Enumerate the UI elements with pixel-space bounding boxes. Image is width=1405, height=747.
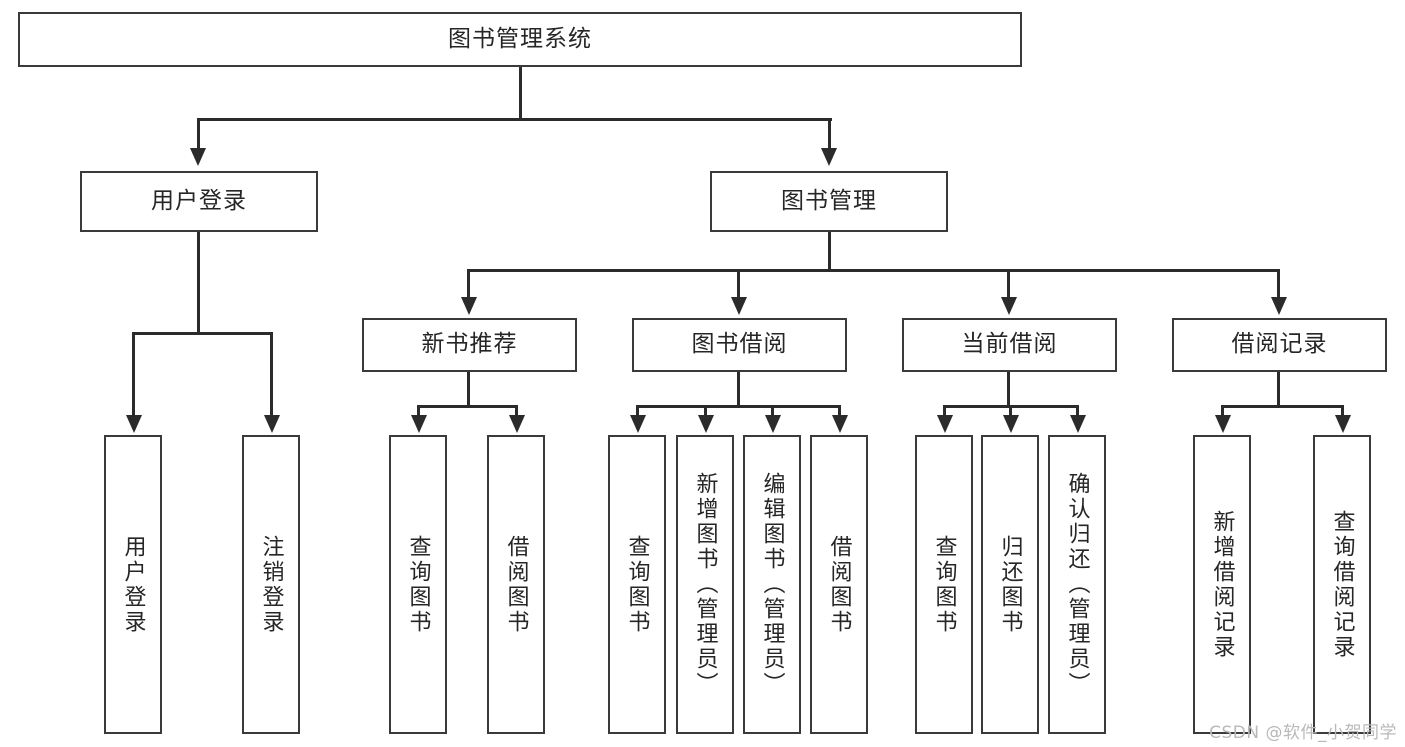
leaf-record-add-record[interactable]: 新增借阅记录: [1193, 435, 1251, 734]
edge-to-leaf-logout: [270, 332, 273, 417]
edge-to-leaf-bb-add: [704, 405, 707, 417]
edge-root-bar: [198, 118, 832, 121]
arrow-to-book-borrow: [731, 297, 747, 315]
edge-to-leaf-bb-borrow: [838, 405, 841, 417]
node-root-system[interactable]: 图书管理系统: [18, 12, 1022, 67]
arrow-to-leaf-user-login: [126, 415, 142, 433]
node-label: 用户登录: [151, 187, 247, 214]
arrow-to-leaf-br-add: [1215, 415, 1231, 433]
edge-book-borrow-stem: [737, 372, 740, 408]
node-user-login[interactable]: 用户登录: [80, 171, 318, 232]
edge-user-login-bar: [133, 332, 273, 335]
node-label: 新增借阅记录: [1209, 509, 1235, 660]
edge-new-book-bar: [418, 405, 517, 408]
node-label: 查询图书: [405, 534, 431, 635]
edge-to-leaf-cb-confirm: [1076, 405, 1079, 417]
arrow-to-leaf-bb-add: [698, 415, 714, 433]
edge-to-leaf-nb-query: [417, 405, 420, 417]
leaf-record-query-record[interactable]: 查询借阅记录: [1313, 435, 1371, 734]
node-label: 查询图书: [931, 534, 957, 635]
leaf-newbook-query-book[interactable]: 查询图书: [389, 435, 447, 734]
leaf-current-query-book[interactable]: 查询图书: [915, 435, 973, 734]
node-label: 借阅图书: [503, 534, 529, 635]
edge-to-leaf-br-add: [1221, 405, 1224, 417]
node-label: 用户登录: [120, 534, 146, 635]
edge-to-leaf-nb-borrow: [515, 405, 518, 417]
leaf-borrow-edit-book-admin[interactable]: 编辑图书（管理员）: [743, 435, 801, 734]
arrow-to-leaf-logout: [264, 415, 280, 433]
arrow-to-book-mgmt: [821, 148, 837, 166]
edge-to-leaf-bb-edit: [771, 405, 774, 417]
leaf-current-confirm-return-admin[interactable]: 确认归还（管理员）: [1048, 435, 1106, 734]
arrow-to-user-login: [190, 148, 206, 166]
leaf-newbook-borrow-book[interactable]: 借阅图书: [487, 435, 545, 734]
arrow-to-leaf-bb-edit: [765, 415, 781, 433]
node-label: 借阅图书: [826, 534, 852, 635]
node-label: 图书管理: [781, 187, 877, 214]
node-borrow-record[interactable]: 借阅记录: [1172, 318, 1387, 372]
node-label: 确认归还（管理员）: [1064, 472, 1090, 697]
edge-to-book-borrow: [737, 269, 740, 299]
edge-to-leaf-cb-query: [943, 405, 946, 417]
leaf-user-login[interactable]: 用户登录: [104, 435, 162, 734]
node-new-book-recommend[interactable]: 新书推荐: [362, 318, 577, 372]
arrow-to-leaf-cb-return: [1003, 415, 1019, 433]
node-label: 借阅记录: [1231, 331, 1328, 358]
node-label: 编辑图书（管理员）: [759, 472, 785, 697]
edge-new-book-stem: [467, 372, 470, 408]
node-label: 图书借阅: [691, 331, 788, 358]
node-label: 当前借阅: [961, 331, 1058, 358]
arrow-to-current-borrow: [1001, 297, 1017, 315]
edge-to-leaf-bb-query: [636, 405, 639, 417]
arrow-to-leaf-nb-query: [411, 415, 427, 433]
node-label: 图书管理系统: [448, 25, 592, 52]
edge-user-login-stem: [197, 232, 200, 334]
edge-book-borrow-bar: [637, 405, 840, 408]
arrow-to-leaf-bb-borrow: [832, 415, 848, 433]
leaf-logout[interactable]: 注销登录: [242, 435, 300, 734]
edge-to-borrow-record: [1277, 269, 1280, 299]
arrow-to-leaf-cb-confirm: [1070, 415, 1086, 433]
edge-book-mgmt-stem: [828, 232, 831, 272]
arrow-to-borrow-record: [1271, 297, 1287, 315]
edge-to-leaf-user-login: [132, 332, 135, 417]
edge-to-new-book: [467, 269, 470, 299]
edge-root-stem: [519, 67, 522, 120]
node-label: 新增图书（管理员）: [692, 472, 718, 697]
node-label: 归还图书: [997, 534, 1023, 635]
edge-root-to-user-login: [197, 118, 200, 150]
node-book-borrow[interactable]: 图书借阅: [632, 318, 847, 372]
edge-to-current-borrow: [1007, 269, 1010, 299]
arrow-to-leaf-br-query: [1335, 415, 1351, 433]
edge-to-leaf-br-query: [1341, 405, 1344, 417]
edge-borrow-record-bar: [1222, 405, 1343, 408]
edge-root-to-book-mgmt: [828, 118, 831, 150]
node-book-management[interactable]: 图书管理: [710, 171, 948, 232]
leaf-borrow-add-book-admin[interactable]: 新增图书（管理员）: [676, 435, 734, 734]
node-current-borrow[interactable]: 当前借阅: [902, 318, 1117, 372]
arrow-to-leaf-bb-query: [630, 415, 646, 433]
leaf-borrow-borrow-book[interactable]: 借阅图书: [810, 435, 868, 734]
edge-book-mgmt-bar: [468, 269, 1280, 272]
watermark-text: CSDN @软件_小贺同学: [1209, 723, 1397, 743]
leaf-current-return-book[interactable]: 归还图书: [981, 435, 1039, 734]
node-label: 注销登录: [258, 534, 284, 635]
node-label: 查询借阅记录: [1329, 509, 1355, 660]
arrow-to-leaf-nb-borrow: [509, 415, 525, 433]
edge-current-borrow-stem: [1007, 372, 1010, 408]
node-label: 查询图书: [624, 534, 650, 635]
edge-to-leaf-cb-return: [1009, 405, 1012, 417]
leaf-borrow-query-book[interactable]: 查询图书: [608, 435, 666, 734]
arrow-to-new-book: [461, 297, 477, 315]
node-label: 新书推荐: [421, 331, 518, 358]
edge-borrow-record-stem: [1277, 372, 1280, 408]
arrow-to-leaf-cb-query: [937, 415, 953, 433]
